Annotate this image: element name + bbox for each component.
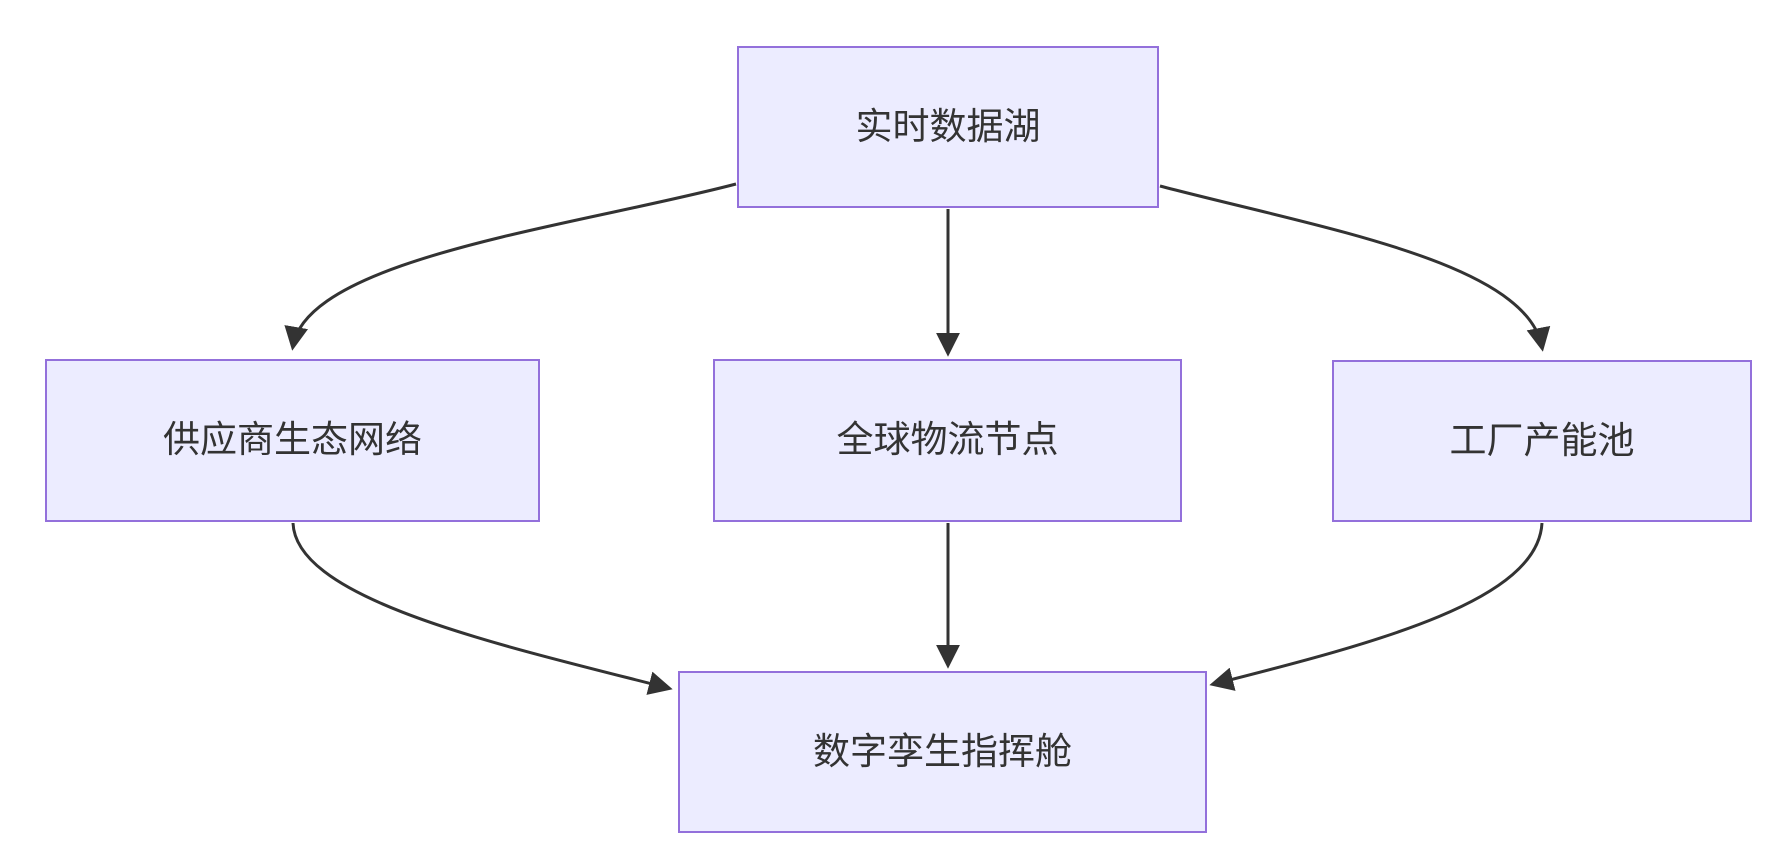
node-supplier-ecosystem-network-label: 供应商生态网络	[163, 419, 422, 461]
edge-lake-to-supplier-arrow	[284, 182, 737, 351]
node-digital-twin-command-cabin: 数字孪生指挥舱	[678, 671, 1207, 833]
node-realtime-data-lake-label: 实时数据湖	[855, 105, 1041, 147]
node-global-logistics-nodes-label: 全球物流节点	[836, 419, 1059, 461]
node-supplier-ecosystem-network: 供应商生态网络	[45, 359, 540, 522]
node-factory-capacity-pool-label: 工厂产能池	[1449, 419, 1635, 461]
node-global-logistics-nodes: 全球物流节点	[713, 359, 1182, 522]
edge-lake-to-factory-arrow	[1159, 184, 1551, 352]
edge-supplier-to-twin-arrow	[291, 522, 673, 695]
node-factory-capacity-pool: 工厂产能池	[1332, 360, 1752, 522]
node-digital-twin-command-cabin-label: 数字孪生指挥舱	[813, 730, 1072, 772]
node-realtime-data-lake: 实时数据湖	[737, 46, 1159, 208]
edge-factory-to-twin-arrow	[1209, 522, 1544, 691]
